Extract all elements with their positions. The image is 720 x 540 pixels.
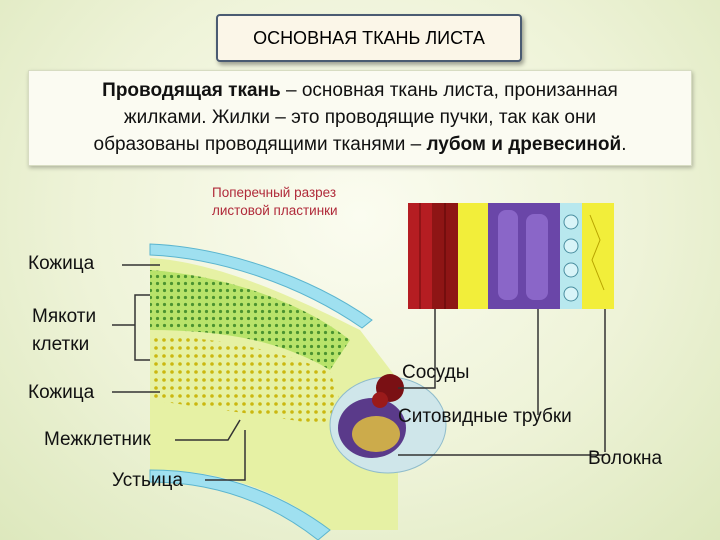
label-mesophyll-line-1: Мякоти	[32, 306, 96, 328]
label-intercellular: Межклетник	[44, 429, 151, 451]
label-epidermis-top: Кожица	[28, 253, 94, 275]
longitudinal-section	[408, 203, 614, 309]
label-vessels: Сосуды	[402, 362, 469, 384]
fiber-strip	[458, 203, 488, 309]
label-fibers: Волокна	[588, 448, 662, 470]
leaf-section	[150, 244, 446, 540]
label-mesophyll-line-2: клетки	[32, 334, 89, 356]
fiber-strip-right	[582, 203, 614, 309]
label-stoma: Устьица	[112, 470, 183, 492]
label-epidermis-bottom: Кожица	[28, 382, 94, 404]
label-sieve-tubes: Ситовидные трубки	[398, 406, 572, 428]
